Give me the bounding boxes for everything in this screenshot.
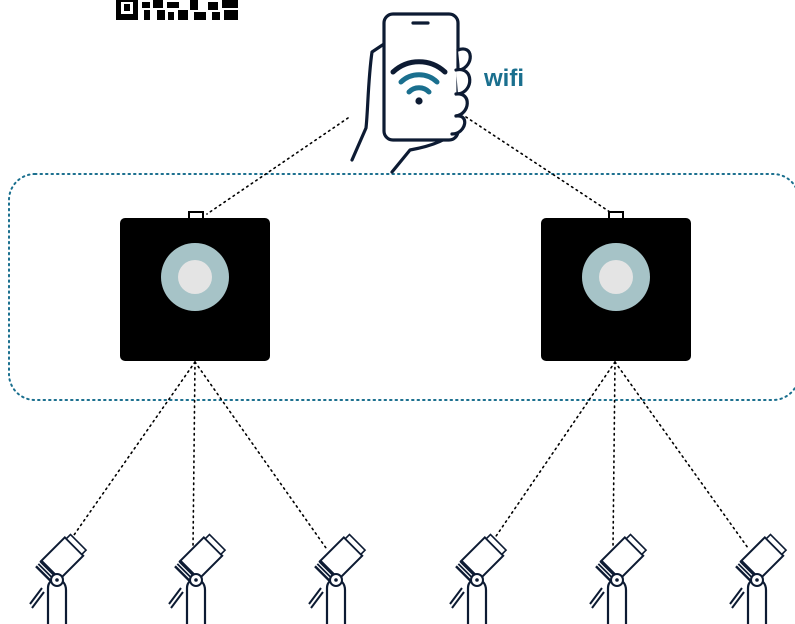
hub-to-spotlight-connections bbox=[66, 361, 749, 549]
wifi-label: wifi bbox=[483, 65, 524, 92]
controller-hub-left bbox=[120, 211, 270, 361]
spotlight-5 bbox=[588, 532, 649, 624]
spotlight-6 bbox=[728, 532, 789, 624]
spotlight-3 bbox=[307, 532, 368, 624]
spotlight-1 bbox=[28, 532, 89, 624]
qr-code-icon bbox=[116, 0, 238, 20]
spotlight-4 bbox=[448, 532, 509, 624]
spotlight-2 bbox=[167, 532, 228, 624]
phone-connections bbox=[206, 116, 614, 215]
smartphone-in-hand-icon bbox=[350, 12, 472, 174]
hub-group-boundary bbox=[8, 173, 795, 401]
wifi-icon bbox=[390, 59, 448, 105]
controller-hub-right bbox=[541, 211, 691, 361]
